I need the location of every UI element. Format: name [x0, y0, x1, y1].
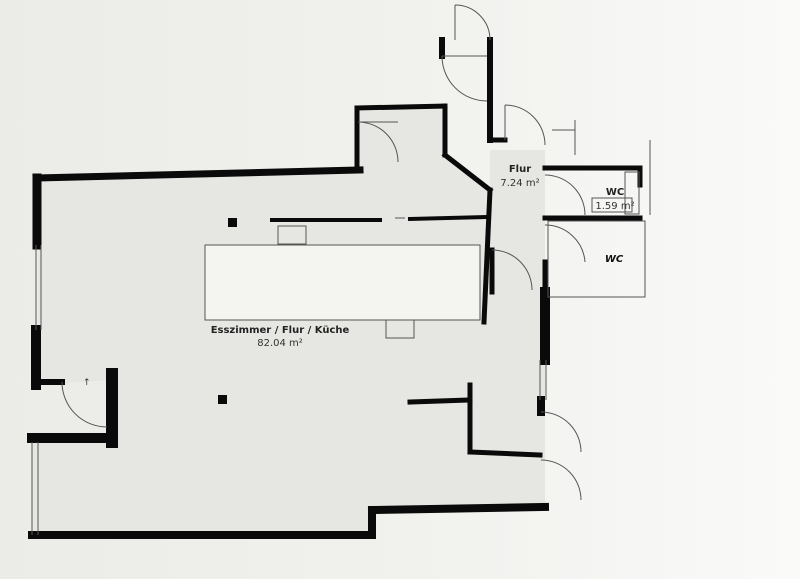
room-name-main: Esszimmer / Flur / Küche: [211, 325, 350, 336]
pillar: [218, 395, 227, 404]
room-name-wc: WC: [606, 187, 624, 198]
room-area-main: 82.04 m²: [257, 338, 303, 349]
room-area-flur: 7.24 m²: [500, 178, 539, 189]
thin-lines: [31, 4, 651, 535]
walls: [27, 37, 643, 539]
floor-main: [32, 108, 545, 538]
handwritten-wc-label: WC: [605, 254, 624, 265]
entrance-arrow-icon: ↑: [83, 378, 91, 388]
room-name-flur: Flur: [509, 164, 531, 175]
pillar: [228, 218, 237, 227]
kitchen-island: [204, 244, 481, 321]
room-area-wc: 1.59 m²: [595, 201, 634, 212]
